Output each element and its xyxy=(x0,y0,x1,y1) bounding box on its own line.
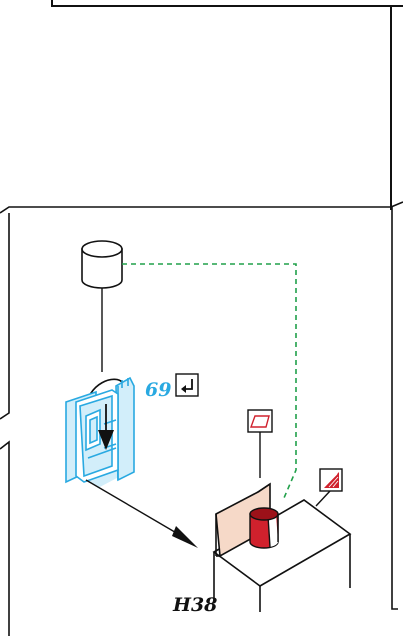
cylinder-device xyxy=(81,240,123,289)
back-panel xyxy=(215,482,271,558)
placement-arrow xyxy=(85,479,198,548)
return-arrow-icon xyxy=(175,373,199,397)
red-cup xyxy=(249,507,279,549)
bottom-panel-frame xyxy=(0,201,403,636)
step-number: 69 xyxy=(145,379,171,401)
part-code: H38 xyxy=(172,594,217,616)
hatched-corner-icon xyxy=(315,468,343,507)
blue-module xyxy=(65,376,135,488)
skewed-page-icon xyxy=(247,409,273,478)
top-panel-frame xyxy=(51,0,403,210)
down-arrow xyxy=(98,404,114,450)
